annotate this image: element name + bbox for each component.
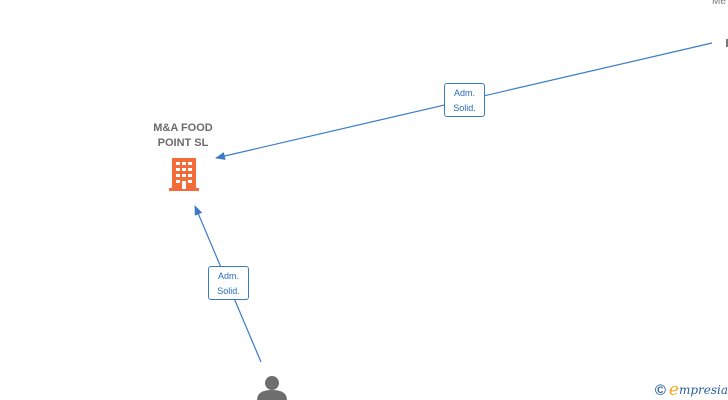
edge-label-role-line1: Adm. [217,271,239,281]
company-node-label[interactable]: M&A FOOD POINT SL [143,121,223,151]
brand-initial: e [668,380,679,400]
edge-label-role-line1: Adm. [453,88,475,98]
company-name-line1: M&A FOOD [153,122,213,134]
edge-label-role-line2: Solid. [217,286,240,296]
edge-label-top-right-to-company[interactable]: Adm. Solid. [444,83,485,117]
edge-label-role-line2: Solid. [453,103,476,113]
person-icon[interactable] [257,376,287,400]
building-icon[interactable] [169,158,199,191]
node-top-right-label-text: Me [712,0,726,7]
company-name-line2: POINT SL [157,137,209,149]
node-top-right-marker [726,39,728,47]
edge-label-person-to-company[interactable]: Adm. Solid. [208,266,249,300]
brand-name: mpresia [678,383,728,397]
node-top-right-label[interactable]: Me [712,0,726,9]
copyright-icon: © [654,382,666,399]
